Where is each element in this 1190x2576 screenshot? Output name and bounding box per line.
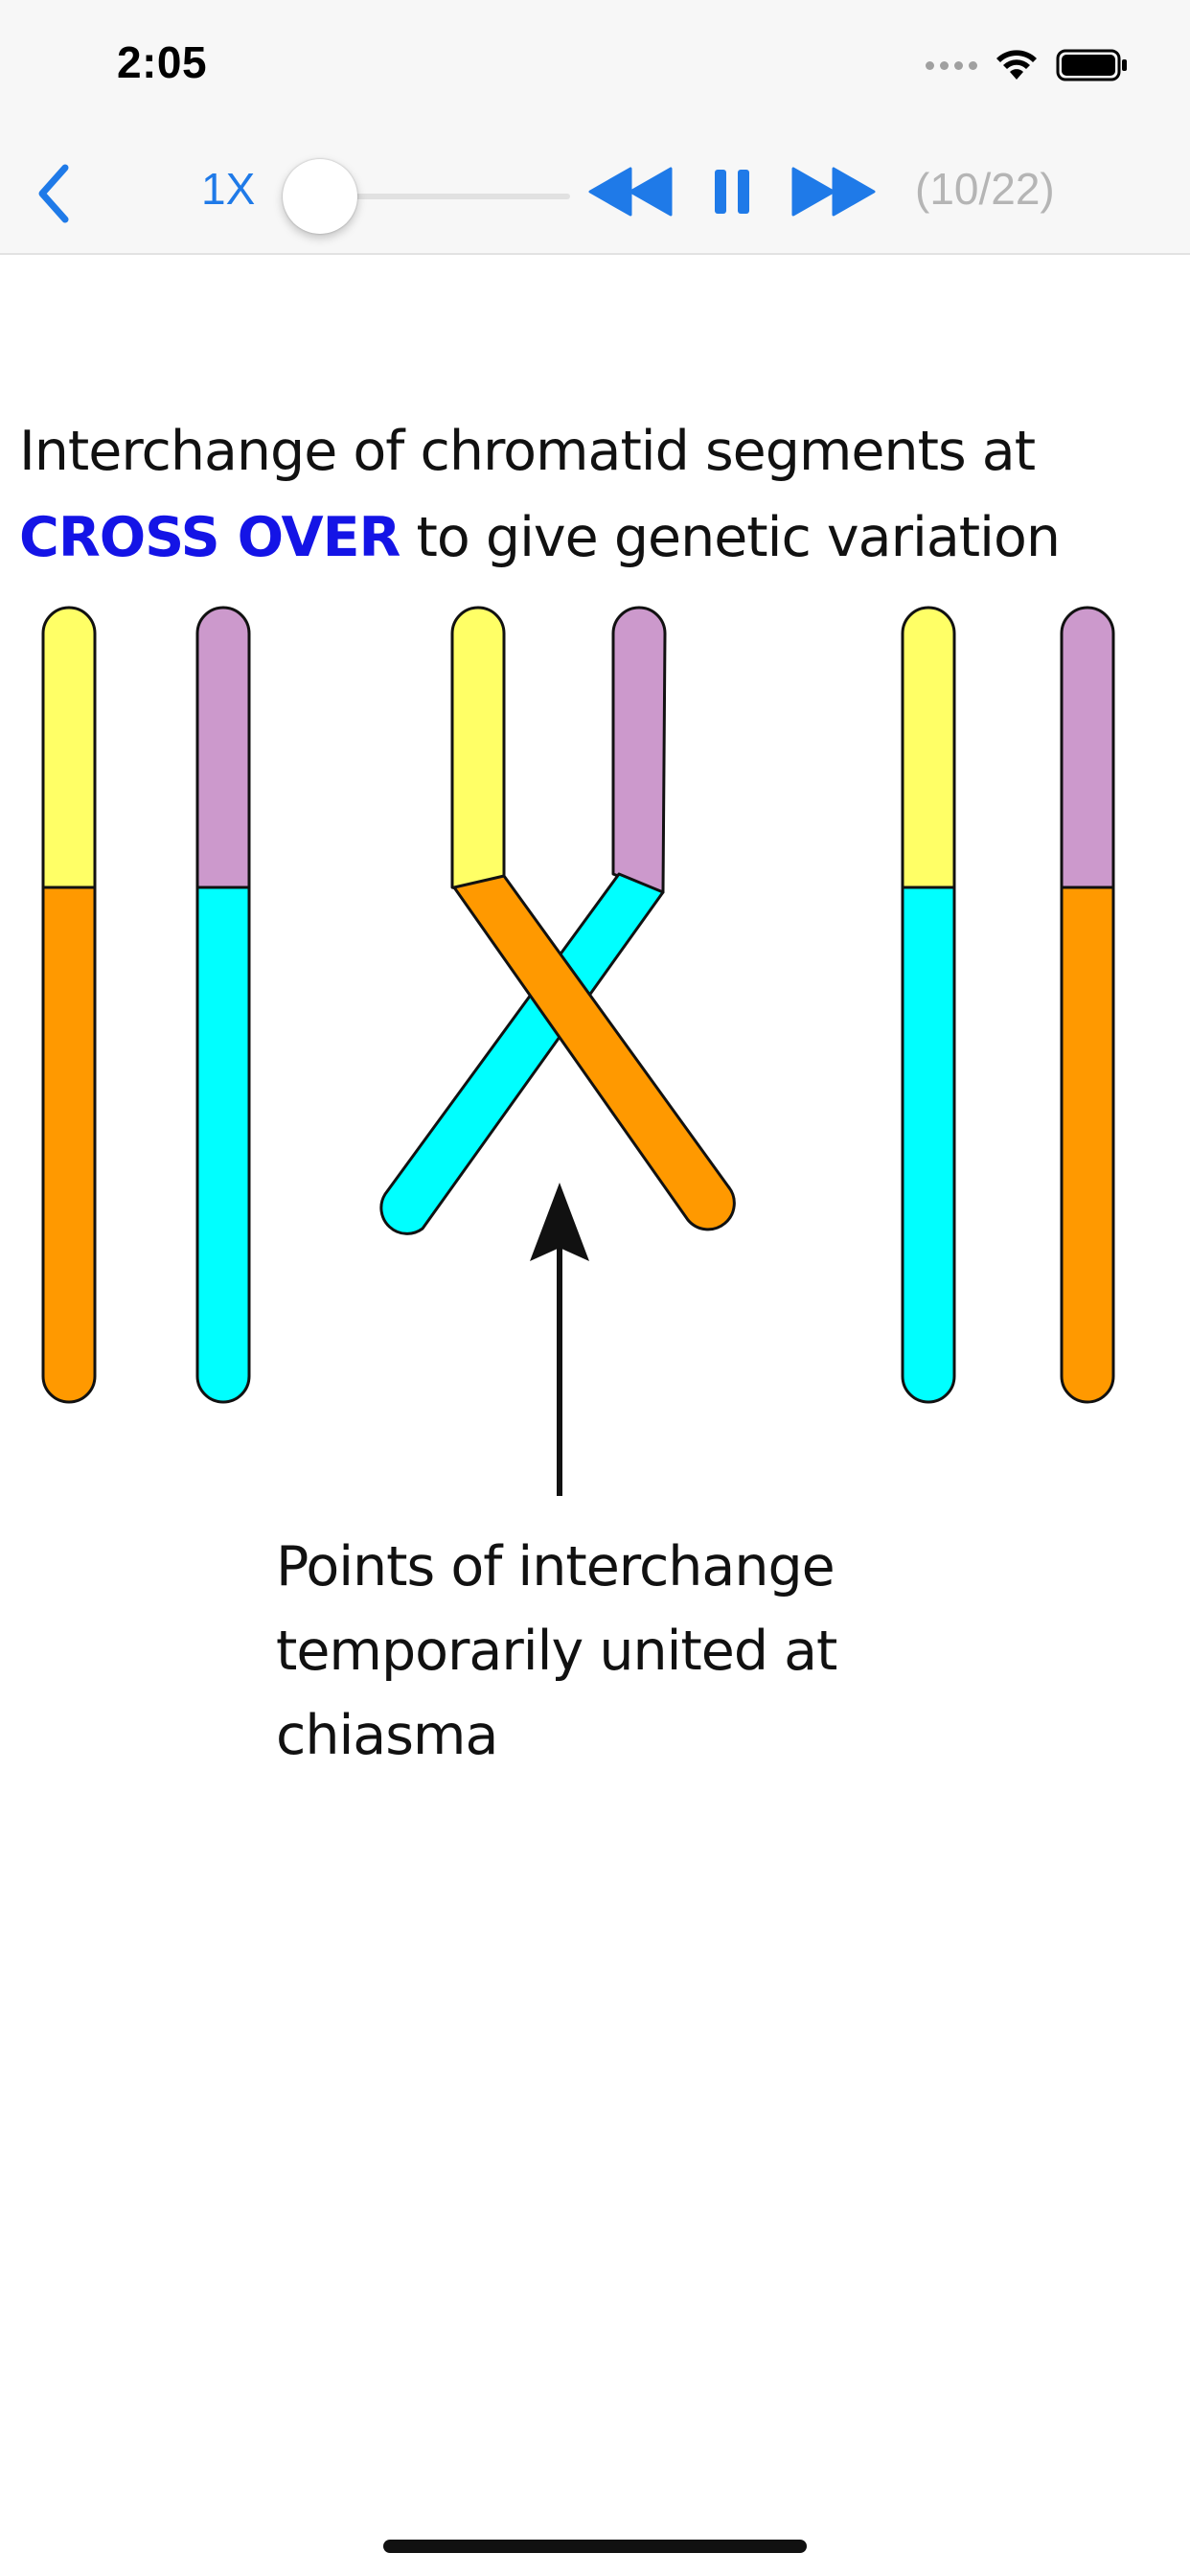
caption-line3: chiasma	[276, 1704, 498, 1767]
slide-title-line1: Interchange of chromatid segments at	[19, 420, 1036, 483]
slide-content: Interchange of chromatid segments at CRO…	[0, 255, 1190, 2459]
battery-icon	[1056, 49, 1127, 81]
left-chromatid-purple-cyan	[195, 606, 251, 1404]
caption-line2: temporarily united at	[276, 1620, 837, 1683]
cellular-signal-icon	[926, 60, 977, 70]
caption-line1: Points of interchange	[276, 1535, 835, 1598]
chiasma-caption: Points of interchange temporarily united…	[276, 1525, 1042, 1778]
page-counter: (10/22)	[915, 164, 1055, 214]
player-toolbar: 1X (10/22)	[0, 126, 1190, 255]
wifi-icon	[996, 50, 1037, 80]
fast-forward-button[interactable]	[790, 157, 878, 226]
playback-speed-button[interactable]: 1X	[201, 164, 256, 214]
slide-title-line2: to give genetic variation	[400, 506, 1061, 569]
pause-icon	[715, 170, 749, 214]
home-indicator[interactable]	[383, 2540, 807, 2553]
rewind-button[interactable]	[586, 157, 675, 226]
status-time: 2:05	[117, 37, 208, 87]
chevron-left-icon	[38, 164, 69, 223]
status-icons	[926, 46, 1129, 84]
crossover-diagram	[41, 606, 1115, 1496]
fast-forward-icon	[791, 167, 876, 217]
slider-track	[292, 194, 570, 199]
progress-slider[interactable]	[283, 159, 570, 234]
left-chromatid-yellow-orange	[41, 606, 97, 1404]
rewind-icon	[588, 167, 673, 217]
pause-button[interactable]	[707, 157, 757, 226]
slider-thumb[interactable]	[283, 159, 357, 234]
slide-title: Interchange of chromatid segments at CRO…	[19, 408, 1169, 581]
right-chromatid-purple-orange	[1060, 606, 1115, 1404]
crossing-chromatids	[379, 606, 736, 1235]
right-chromatid-yellow-cyan	[901, 606, 956, 1404]
status-bar: 2:05	[0, 0, 1190, 126]
chiasma-arrow	[530, 1183, 589, 1496]
cross-over-highlight: CROSS OVER	[19, 506, 400, 569]
back-button[interactable]	[27, 155, 80, 232]
